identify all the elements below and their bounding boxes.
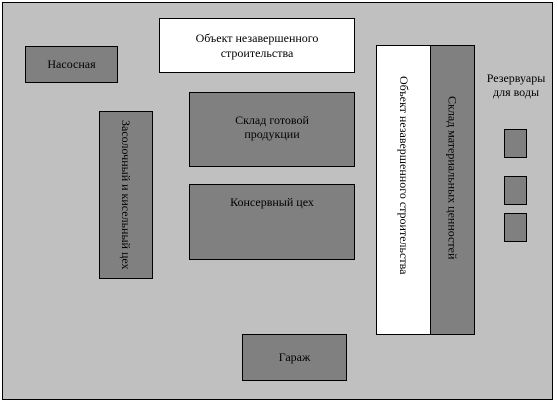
unfinished-construction-vertical: Объект незавершенного строительства — [376, 45, 432, 335]
water-tank — [504, 129, 527, 158]
water-tanks-label: Резервуары для воды — [486, 71, 546, 100]
canning-shop-label: Консервный цех — [230, 195, 314, 209]
material-warehouse: Склад материальных ценностей — [430, 45, 475, 335]
pump-station-label: Насосная — [47, 57, 96, 72]
material-warehouse-label: Склад материальных ценностей — [445, 96, 460, 260]
pickling-shop: Засолочный и кисельный цех — [99, 111, 153, 279]
water-tank — [504, 176, 527, 205]
unfinished-construction-top-label: Объект незавершенного строительства — [195, 31, 319, 60]
finished-goods-warehouse-label: Склад готовой продукции — [235, 113, 309, 142]
finished-goods-warehouse: Склад готовой продукции — [189, 92, 355, 167]
unfinished-construction-top: Объект незавершенного строительства — [159, 18, 355, 73]
pump-station: Насосная — [25, 46, 118, 83]
unfinished-construction-vertical-label: Объект незавершенного строительства — [397, 76, 412, 275]
water-tank — [504, 213, 527, 242]
garage-label: Гараж — [278, 350, 311, 365]
garage: Гараж — [242, 334, 347, 381]
pickling-shop-label: Засолочный и кисельный цех — [119, 120, 134, 270]
canning-shop: Консервный цех — [189, 184, 355, 260]
